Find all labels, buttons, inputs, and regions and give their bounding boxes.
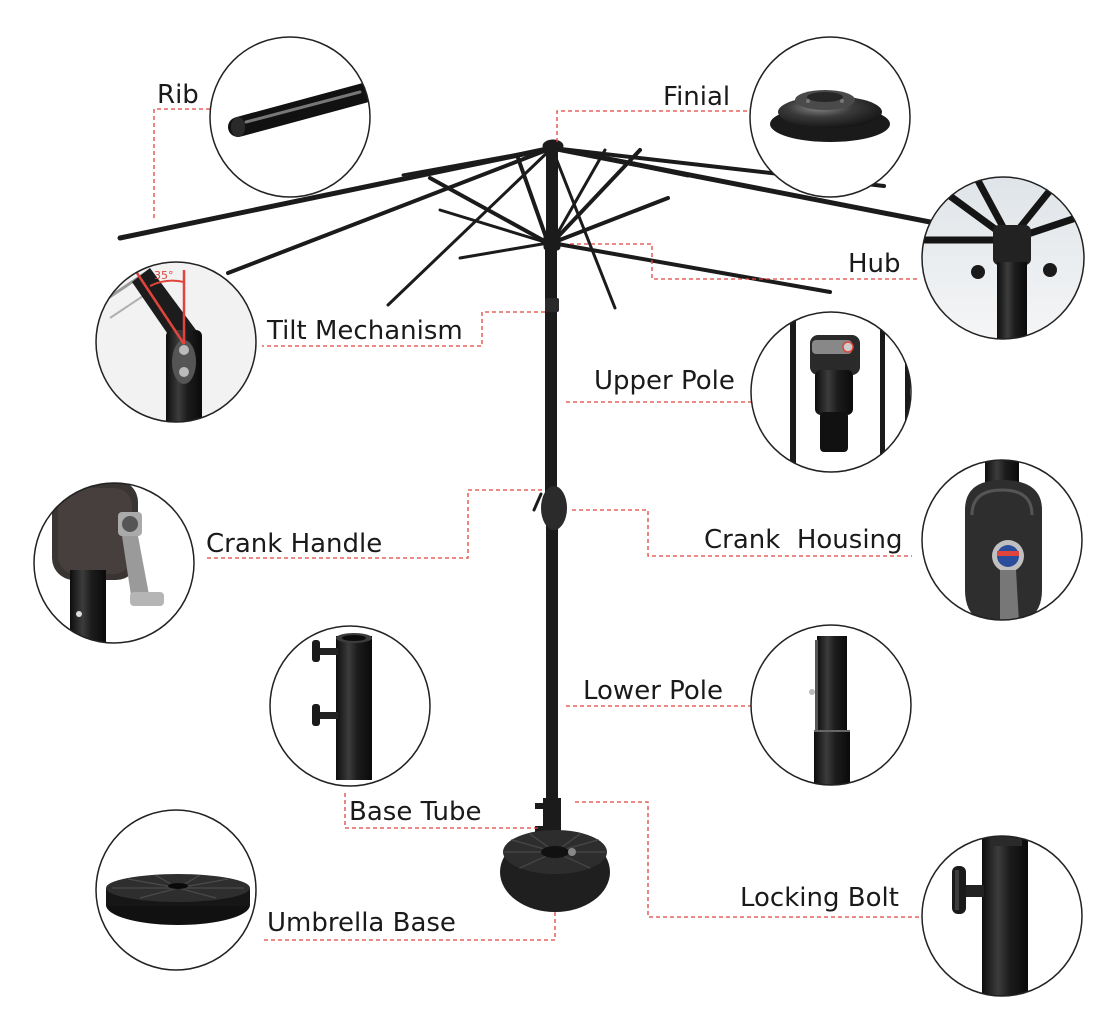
label-finial: Finial [663, 82, 731, 112]
lower-pole-detail-icon [750, 624, 912, 786]
label-crank-handle: Crank Handle [206, 529, 383, 559]
label-crank-housing: Crank Housing [704, 525, 903, 555]
crank-housing-detail-icon [921, 459, 1083, 621]
label-base-tube: Base Tube [349, 797, 482, 827]
leader-crank-housing [572, 509, 912, 557]
label-tilt-mechanism: Tilt Mechanism [267, 316, 463, 346]
label-locking-bolt: Locking Bolt [740, 883, 899, 913]
label-upper-pole: Upper Pole [594, 366, 735, 396]
crank-handle-detail-icon [33, 482, 195, 644]
leader-umbrella-base [262, 912, 556, 941]
label-hub: Hub [848, 249, 901, 279]
rib-detail-icon [209, 36, 371, 198]
leader-tilt-mechanism [262, 311, 545, 347]
leader-hub [570, 243, 920, 280]
upper-pole-detail-icon [750, 311, 912, 473]
tilt-mechanism-detail-icon: 35° [95, 261, 257, 423]
umbrella-frame [117, 139, 933, 912]
leader-crank-handle [206, 489, 542, 559]
leader-locking-bolt [575, 801, 920, 918]
leader-lines [153, 108, 920, 941]
tilt-angle-label: 35° [154, 269, 174, 282]
umbrella-base-detail-icon [95, 809, 257, 971]
finial-detail-icon [749, 36, 911, 198]
locking-bolt-detail-icon [921, 835, 1083, 997]
leader-rib [153, 108, 210, 218]
label-lower-pole: Lower Pole [583, 676, 724, 706]
leader-finial [556, 110, 750, 142]
label-umbrella-base: Umbrella Base [267, 908, 456, 938]
hub-detail-icon [921, 176, 1085, 340]
leader-base-tube [344, 790, 538, 829]
label-rib: Rib [157, 80, 199, 110]
base-tube-detail-icon [269, 625, 431, 787]
